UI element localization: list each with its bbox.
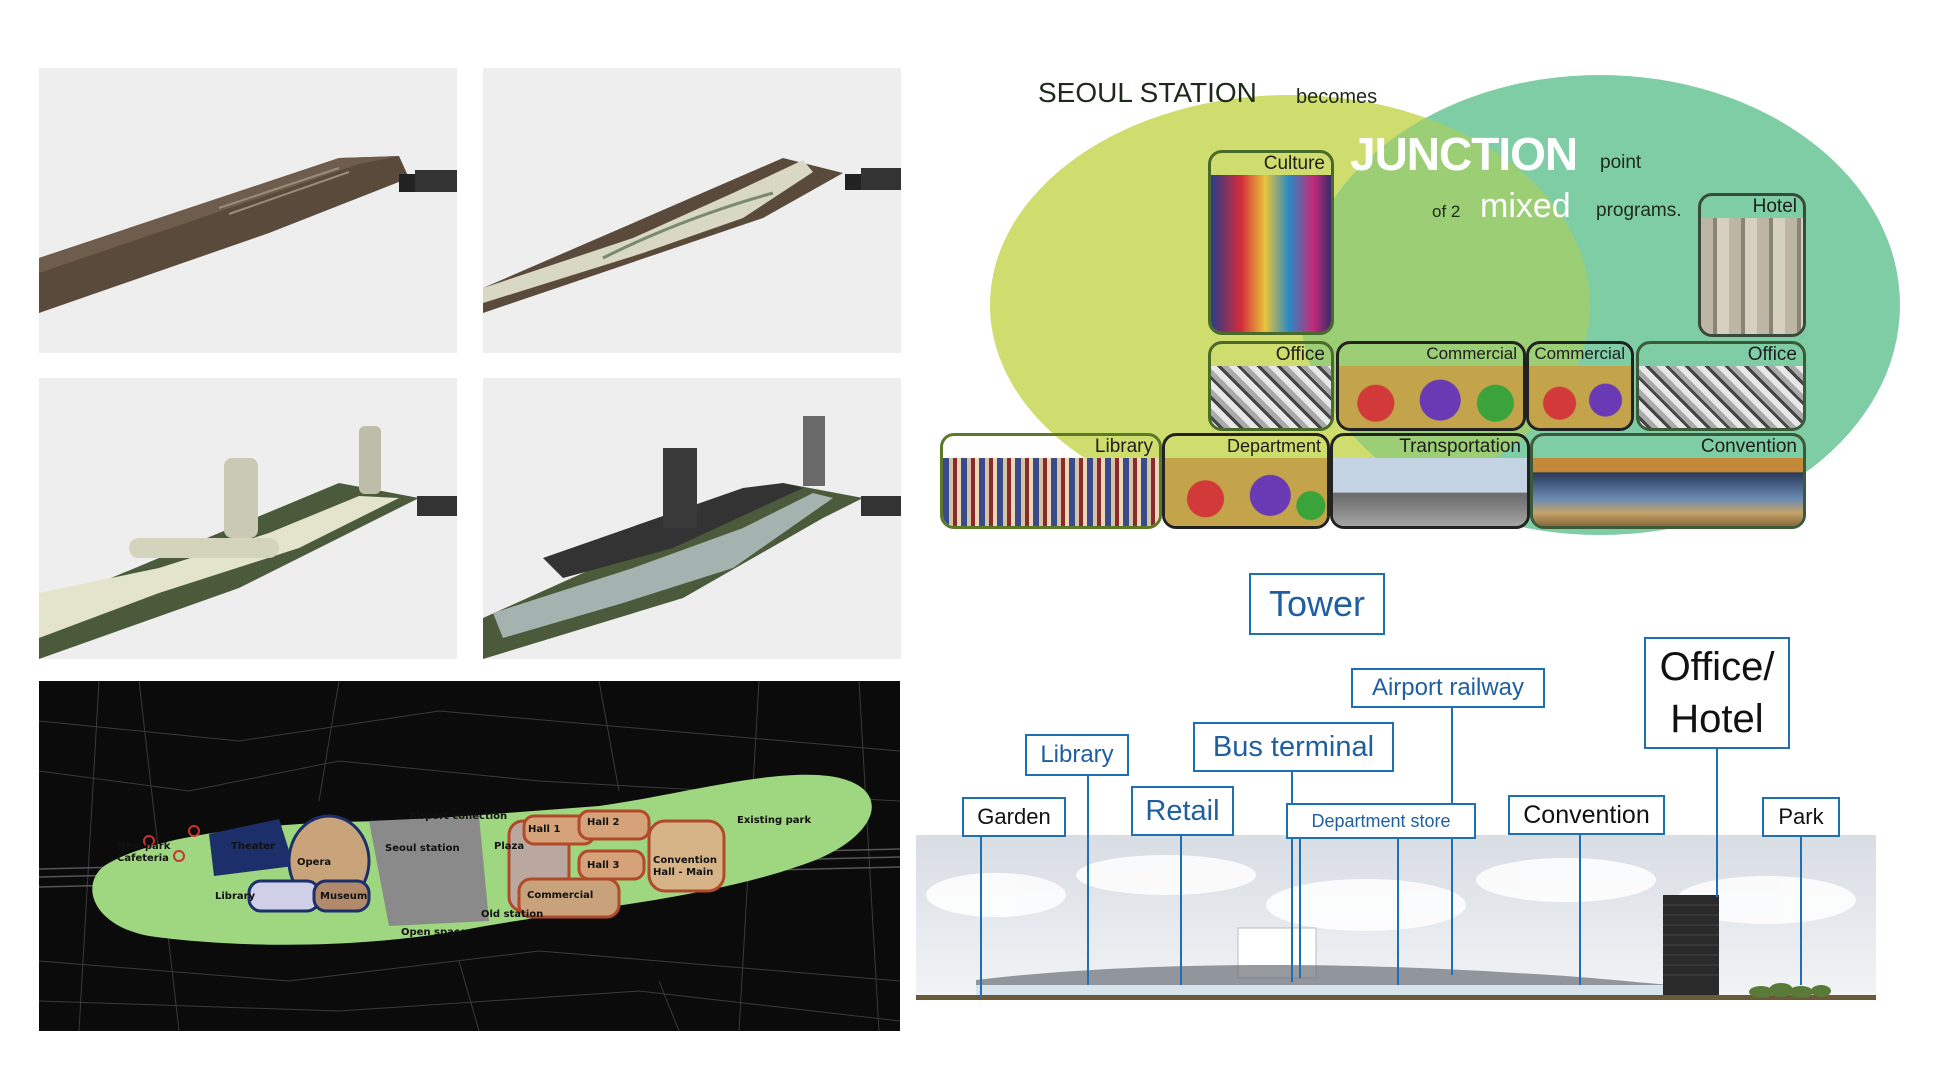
section-elevation	[916, 835, 1876, 1005]
tile-office-right-label: Office	[1747, 344, 1797, 365]
map-label-seoul-station: Seoul station	[385, 843, 460, 854]
venn-title-becomes: becomes	[1296, 86, 1378, 108]
model-panel-1	[39, 68, 457, 353]
tile-convention-label: Convention	[1700, 436, 1797, 457]
venn-junction: JUNCTION	[1350, 128, 1578, 180]
tile-commercial-a-label: Commercial	[1426, 344, 1517, 363]
theater-zone	[209, 819, 294, 876]
tile-transportation-label: Transportation	[1399, 436, 1521, 457]
map-label-hall1: Hall 1	[528, 824, 561, 835]
model-render-1	[39, 68, 457, 353]
callout-office-hotel-line1: Office/	[1659, 645, 1775, 689]
tile-commercial-b: Commercial	[1526, 341, 1634, 431]
map-background	[39, 681, 900, 1031]
section-render	[916, 835, 1876, 1000]
callout-retail: Retail	[1131, 786, 1234, 836]
callout-office-hotel-line2: Hotel	[1670, 697, 1764, 741]
tile-library-label: Library	[1094, 436, 1153, 457]
map-label-open-space: Open space	[401, 927, 467, 938]
map-label-library: Library	[215, 891, 256, 902]
venn-of2: of 2	[1432, 202, 1461, 221]
map-label-hall2: Hall 2	[587, 817, 620, 828]
program-venn-diagram: SEOUL STATION becomes JUNCTION point of …	[910, 55, 1910, 555]
venn-point: point	[1600, 152, 1642, 173]
map-label-commercial: Commercial	[527, 890, 594, 901]
callout-airport-railway: Airport railway	[1351, 668, 1545, 708]
tile-department: Department	[1162, 433, 1330, 529]
tile-hotel-label: Hotel	[1752, 196, 1797, 217]
museum-zone	[312, 879, 371, 913]
callout-park: Park	[1762, 797, 1840, 837]
map-label-existing-park: Existing park	[737, 815, 812, 826]
callout-tower: Tower	[1249, 573, 1385, 635]
tile-convention: Convention	[1530, 433, 1806, 529]
model-panel-3	[39, 378, 457, 659]
map-label-opera: Opera	[297, 857, 332, 868]
site-plan-map: Airport conection Theater Opera Seoul st…	[39, 681, 900, 1031]
callout-department-store: Department store	[1286, 803, 1476, 839]
model-panel-2	[483, 68, 901, 353]
callout-garden: Garden	[962, 797, 1066, 837]
venn-programs: programs.	[1596, 200, 1682, 221]
model-render-4	[483, 378, 901, 659]
tile-office-left: Office	[1208, 341, 1334, 431]
tile-culture: Culture	[1208, 150, 1334, 335]
venn-mixed: mixed	[1480, 187, 1571, 225]
model-panel-4	[483, 378, 901, 659]
callout-bus-terminal: Bus terminal	[1193, 722, 1394, 772]
callout-office-hotel: Office/ Hotel	[1644, 637, 1790, 749]
map-label-theater: Theater	[231, 841, 275, 852]
map-label-airport: Airport conection	[409, 811, 508, 822]
map-label-convention: Convention Hall - Main	[653, 855, 717, 878]
tile-commercial-b-label: Commercial	[1534, 344, 1625, 363]
tile-office-left-label: Office	[1275, 344, 1325, 365]
map-label-hall3: Hall 3	[587, 860, 620, 871]
tile-hotel: Hotel	[1698, 193, 1806, 337]
seoul-station-zone	[369, 816, 489, 926]
tile-transportation: Transportation	[1330, 433, 1530, 529]
map-label-museum: Museum	[320, 891, 368, 902]
model-render-2	[483, 68, 901, 353]
tile-culture-label: Culture	[1263, 153, 1325, 174]
tile-office-right: Office	[1636, 341, 1806, 431]
tile-library: Library	[940, 433, 1162, 529]
map-label-plaza: Plaza	[494, 841, 525, 852]
map-label-new-park: New park Cafeteria	[117, 841, 171, 864]
model-render-3	[39, 378, 457, 659]
map-label-old-station: Old station	[481, 909, 544, 920]
callout-library: Library	[1025, 734, 1129, 776]
venn-title-seoul-station: SEOUL STATION	[1038, 77, 1257, 108]
callout-convention: Convention	[1508, 795, 1665, 835]
tile-commercial-a: Commercial	[1336, 341, 1526, 431]
tile-department-label: Department	[1226, 436, 1321, 456]
